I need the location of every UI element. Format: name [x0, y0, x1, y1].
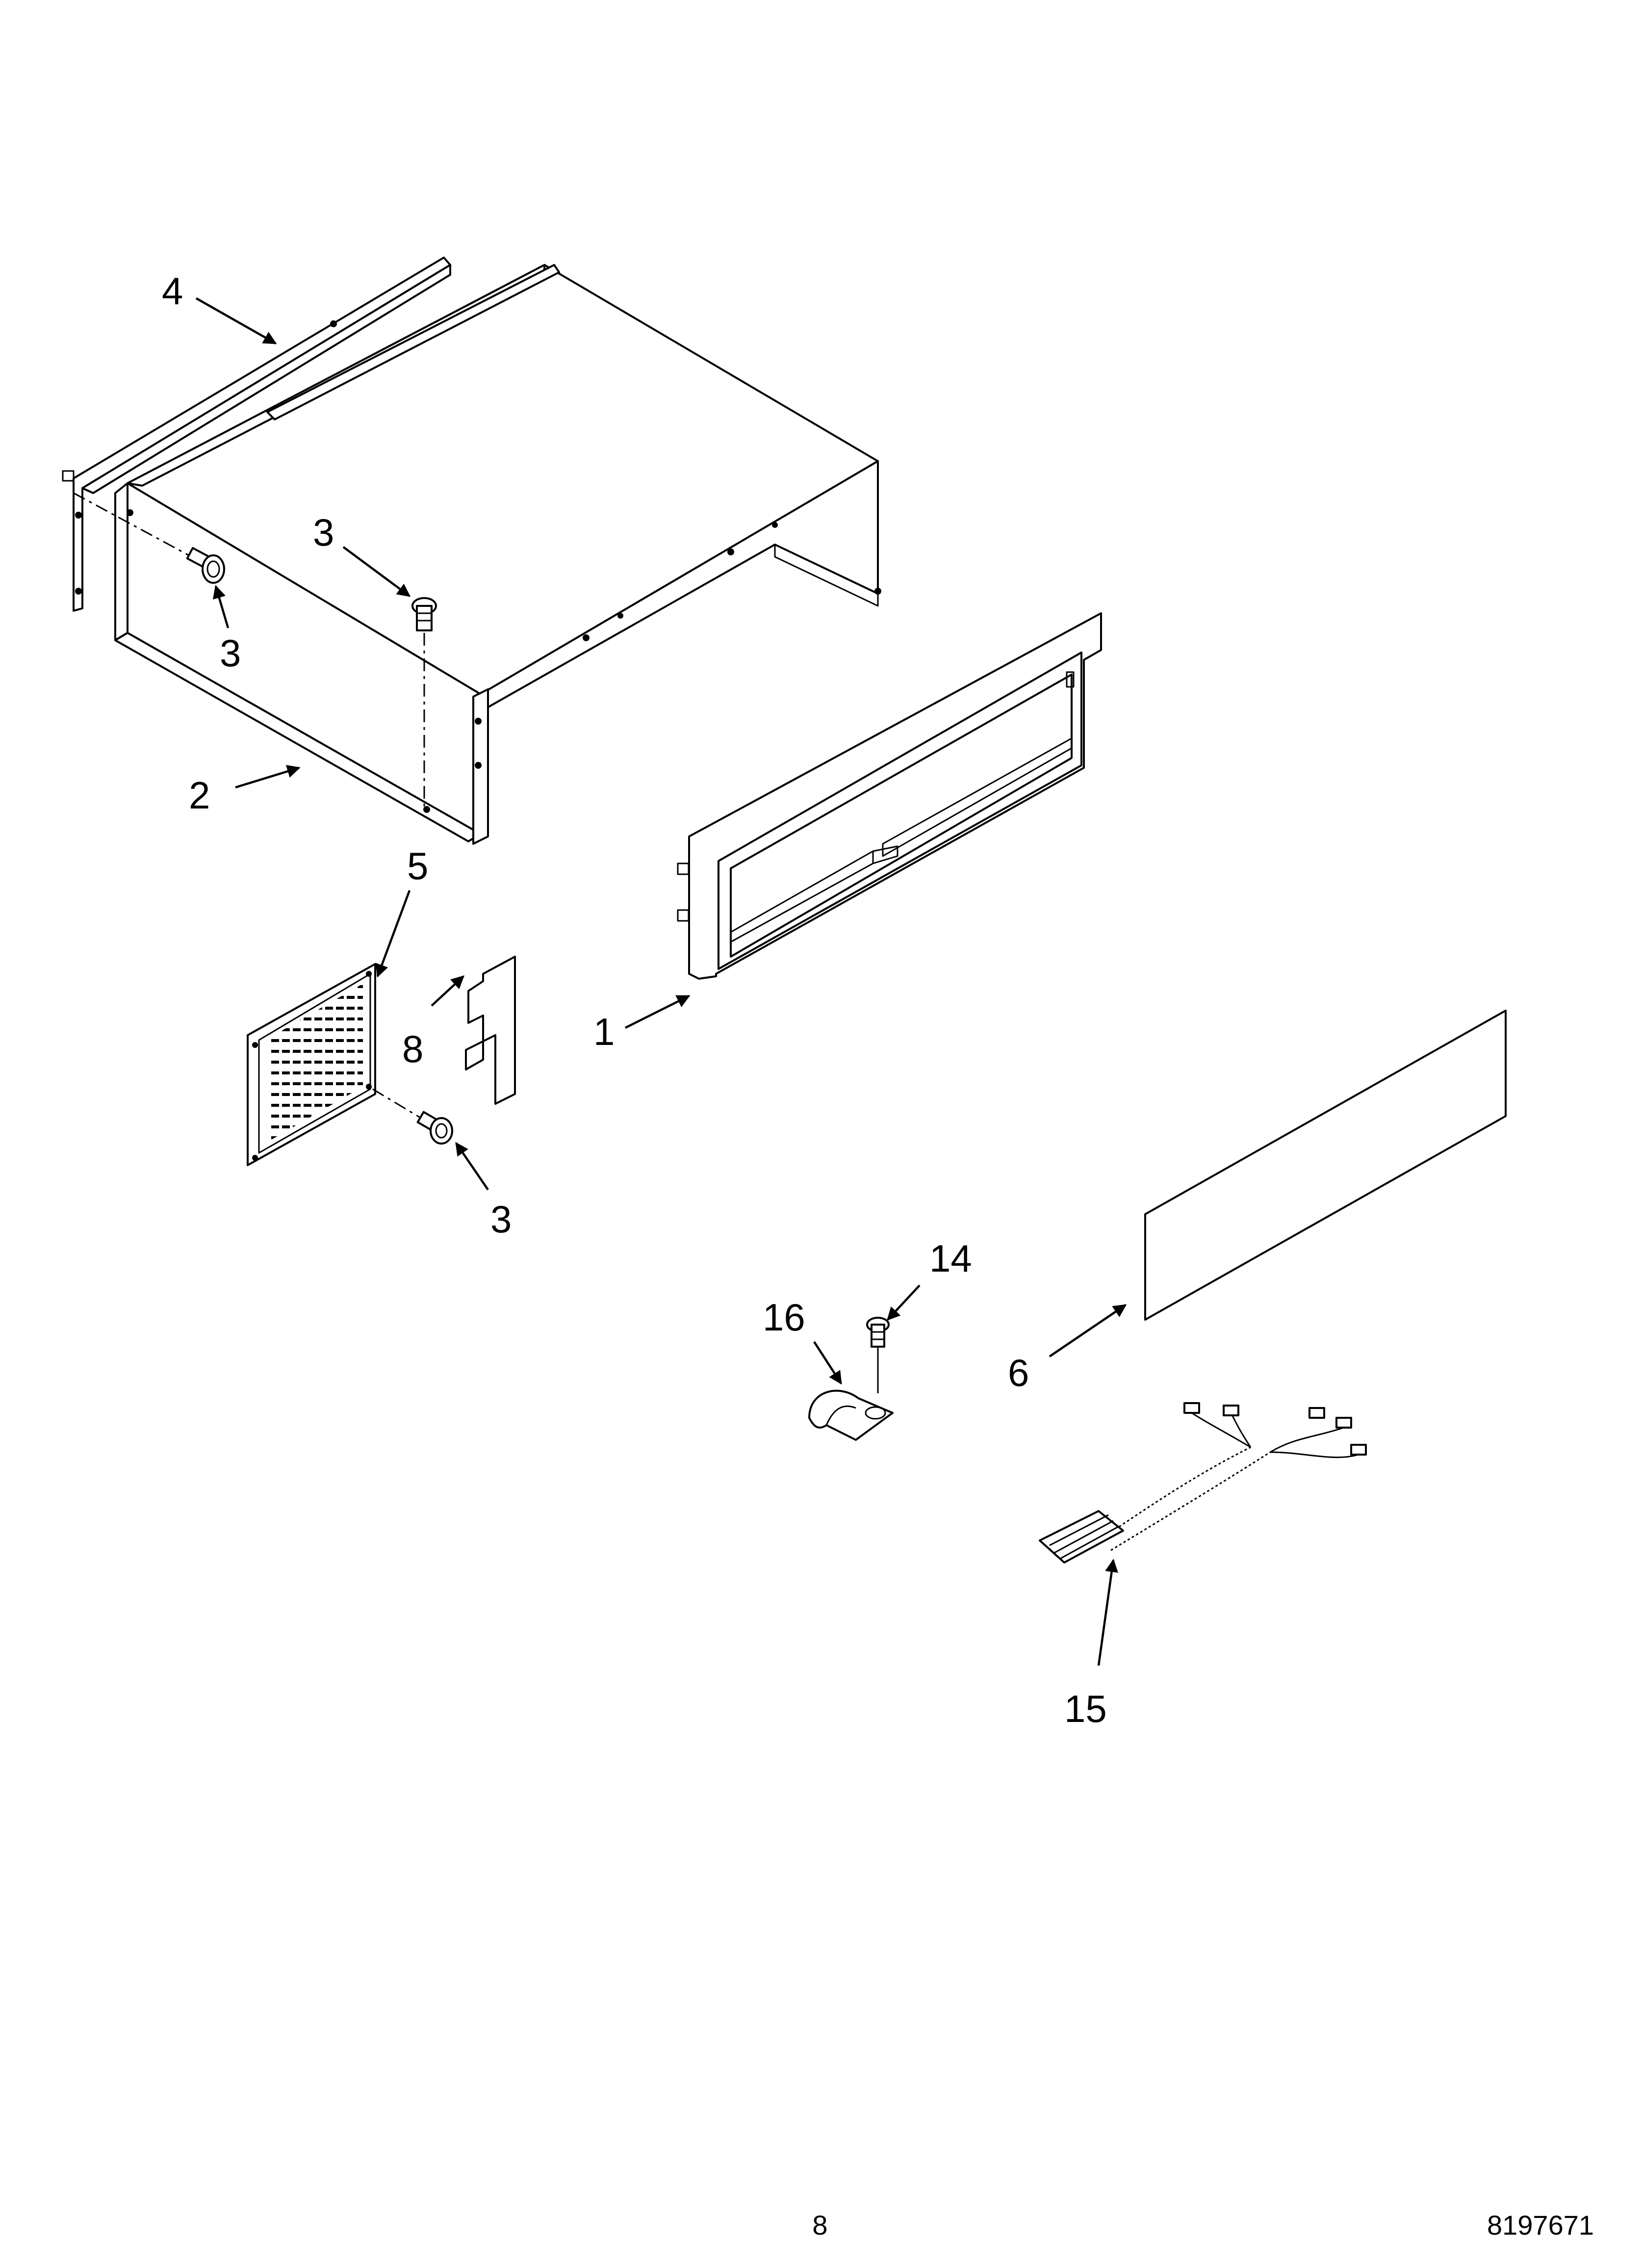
- callout-3-upper-right: 3: [313, 511, 334, 554]
- callout-15: 15: [1064, 1687, 1107, 1730]
- insulation-part: [465, 956, 516, 1105]
- screw-upper-right: [411, 597, 437, 809]
- callout-3-lower: 3: [490, 1198, 512, 1241]
- screw-part-14: [866, 1317, 890, 1393]
- front-frame-part: [677, 612, 1102, 980]
- screw-lower: [416, 1111, 453, 1145]
- wire-harness-part: [1039, 1402, 1367, 1564]
- callout-5: 5: [407, 844, 428, 887]
- base-housing-part: [114, 264, 881, 845]
- callout-16: 16: [763, 1296, 805, 1339]
- rear-bracket-part: [62, 257, 451, 612]
- clamp-part: [808, 1389, 894, 1441]
- callout-arrows: [195, 297, 1127, 1666]
- screw-upper-left: [73, 492, 225, 584]
- callout-8: 8: [402, 1027, 423, 1070]
- callout-14: 14: [929, 1237, 972, 1280]
- vent-grille-part: [247, 963, 422, 1166]
- callout-4: 4: [162, 269, 183, 313]
- callout-1: 1: [593, 1010, 615, 1053]
- callout-2: 2: [189, 774, 210, 817]
- callout-3-upper-left: 3: [220, 631, 241, 675]
- panel-part: [1144, 1010, 1507, 1321]
- page-number: 8: [812, 2210, 827, 2241]
- document-number: 8197671: [1487, 2210, 1594, 2241]
- callout-6: 6: [1008, 1351, 1029, 1394]
